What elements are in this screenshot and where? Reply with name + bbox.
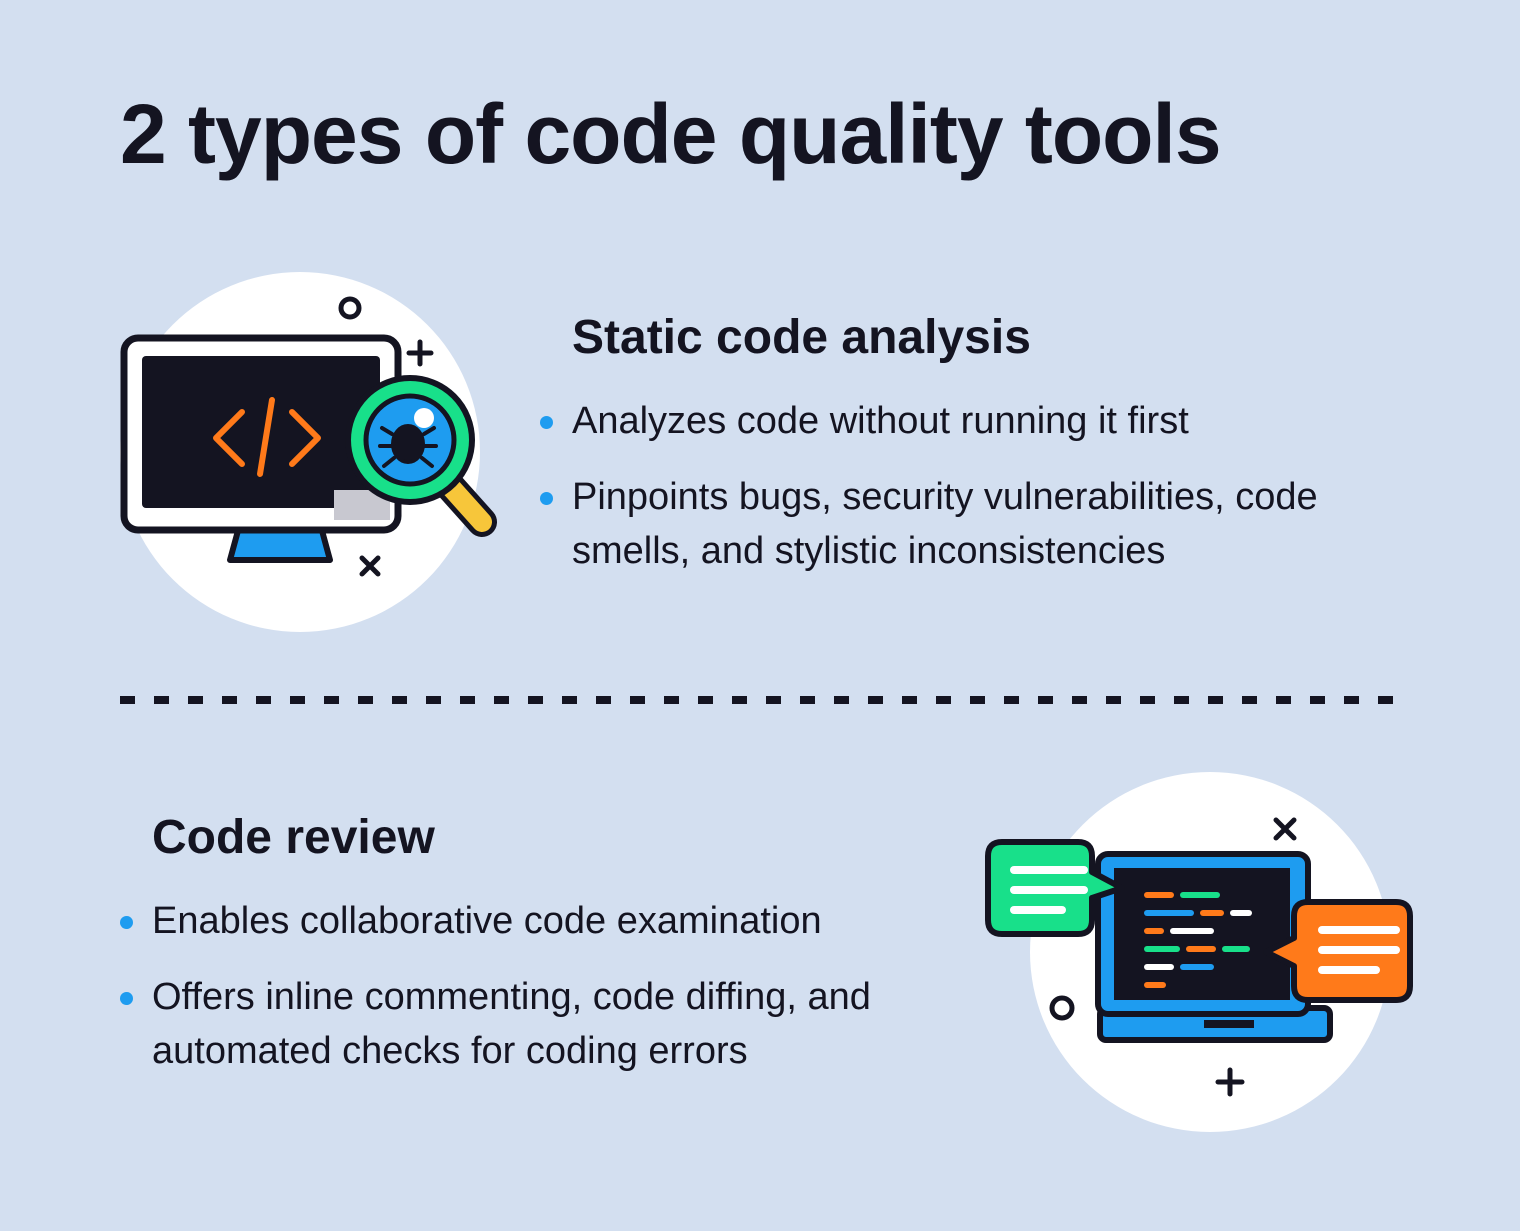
page-title: 2 types of code quality tools	[120, 87, 1222, 181]
section-heading: Static code analysis	[572, 311, 1031, 364]
code-review-illustration	[972, 762, 1448, 1142]
static-analysis-section: Static code analysis Analyzes code witho…	[540, 308, 1440, 600]
bug-icon	[378, 424, 438, 468]
bullet-point: Offers inline commenting, code diffing, …	[120, 970, 940, 1078]
laptop-icon	[1095, 851, 1333, 1043]
chat-bubble-icon	[985, 839, 1125, 937]
bullet-point: Pinpoints bugs, security vulnerabilities…	[540, 470, 1440, 578]
section-heading: Code review	[152, 811, 435, 864]
bullet-point: Analyzes code without running it first	[540, 394, 1440, 448]
bullet-point: Enables collaborative code examination	[120, 894, 940, 948]
static-analysis-illustration	[108, 262, 518, 642]
code-review-section: Code review Enables collaborative code e…	[120, 808, 940, 1100]
bullet-list: Analyzes code without running it first P…	[540, 394, 1440, 578]
chat-bubble-icon	[1263, 899, 1413, 1003]
dashed-divider	[120, 696, 1402, 704]
code-brackets-icon	[213, 397, 321, 477]
bullet-list: Enables collaborative code examination O…	[120, 894, 940, 1078]
